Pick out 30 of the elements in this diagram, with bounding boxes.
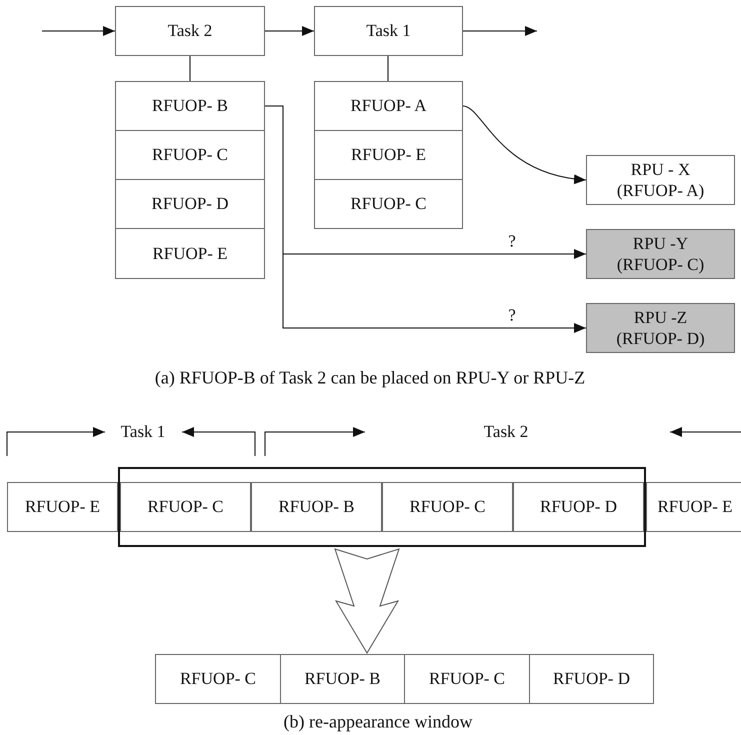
operation-box: RFUOP- E [314, 130, 463, 180]
operation-box: RFUOP- D [513, 482, 644, 532]
arrow [462, 106, 586, 184]
operation-box: RFUOP- C [382, 482, 513, 532]
operation-box: RFUOP- E [7, 482, 118, 532]
task-box: Task 2 [115, 6, 265, 56]
operation-box: RFUOP- D [115, 179, 265, 229]
window-frame [118, 467, 646, 547]
dimension-label: Task 2 [484, 422, 528, 442]
operation-box: RFUOP- C [120, 482, 251, 532]
arrow [462, 26, 538, 36]
edge-label: ? [506, 232, 518, 250]
operation-box: RFUOP- C [314, 179, 463, 229]
dimension-label: Task 1 [120, 422, 166, 442]
operation-box: RFUOP- E [646, 482, 741, 532]
block-arrow [334, 548, 400, 654]
caption: (b) re-appearance window [284, 712, 472, 732]
task-box: Task 1 [314, 6, 463, 56]
arrow [264, 26, 314, 36]
rpu-box: RPU -Z (RFUOP- D) [586, 303, 735, 353]
rpu-box: RPU - X (RFUOP- A) [586, 155, 735, 205]
rpu-box: RPU -Y (RFUOP- C) [586, 229, 735, 279]
arrow [42, 26, 116, 36]
edge-label: ? [506, 306, 518, 324]
operation-box: RFUOP- B [115, 81, 265, 131]
caption: (a) RFUOP-B of Task 2 can be placed on RPU-Y or RPU-Z [154, 368, 586, 388]
operation-box: RFUOP- E [115, 228, 265, 279]
operation-box: RFUOP- B [251, 482, 382, 532]
operation-box: RFUOP- C [115, 130, 265, 180]
operation-box: RFUOP- A [314, 81, 463, 131]
